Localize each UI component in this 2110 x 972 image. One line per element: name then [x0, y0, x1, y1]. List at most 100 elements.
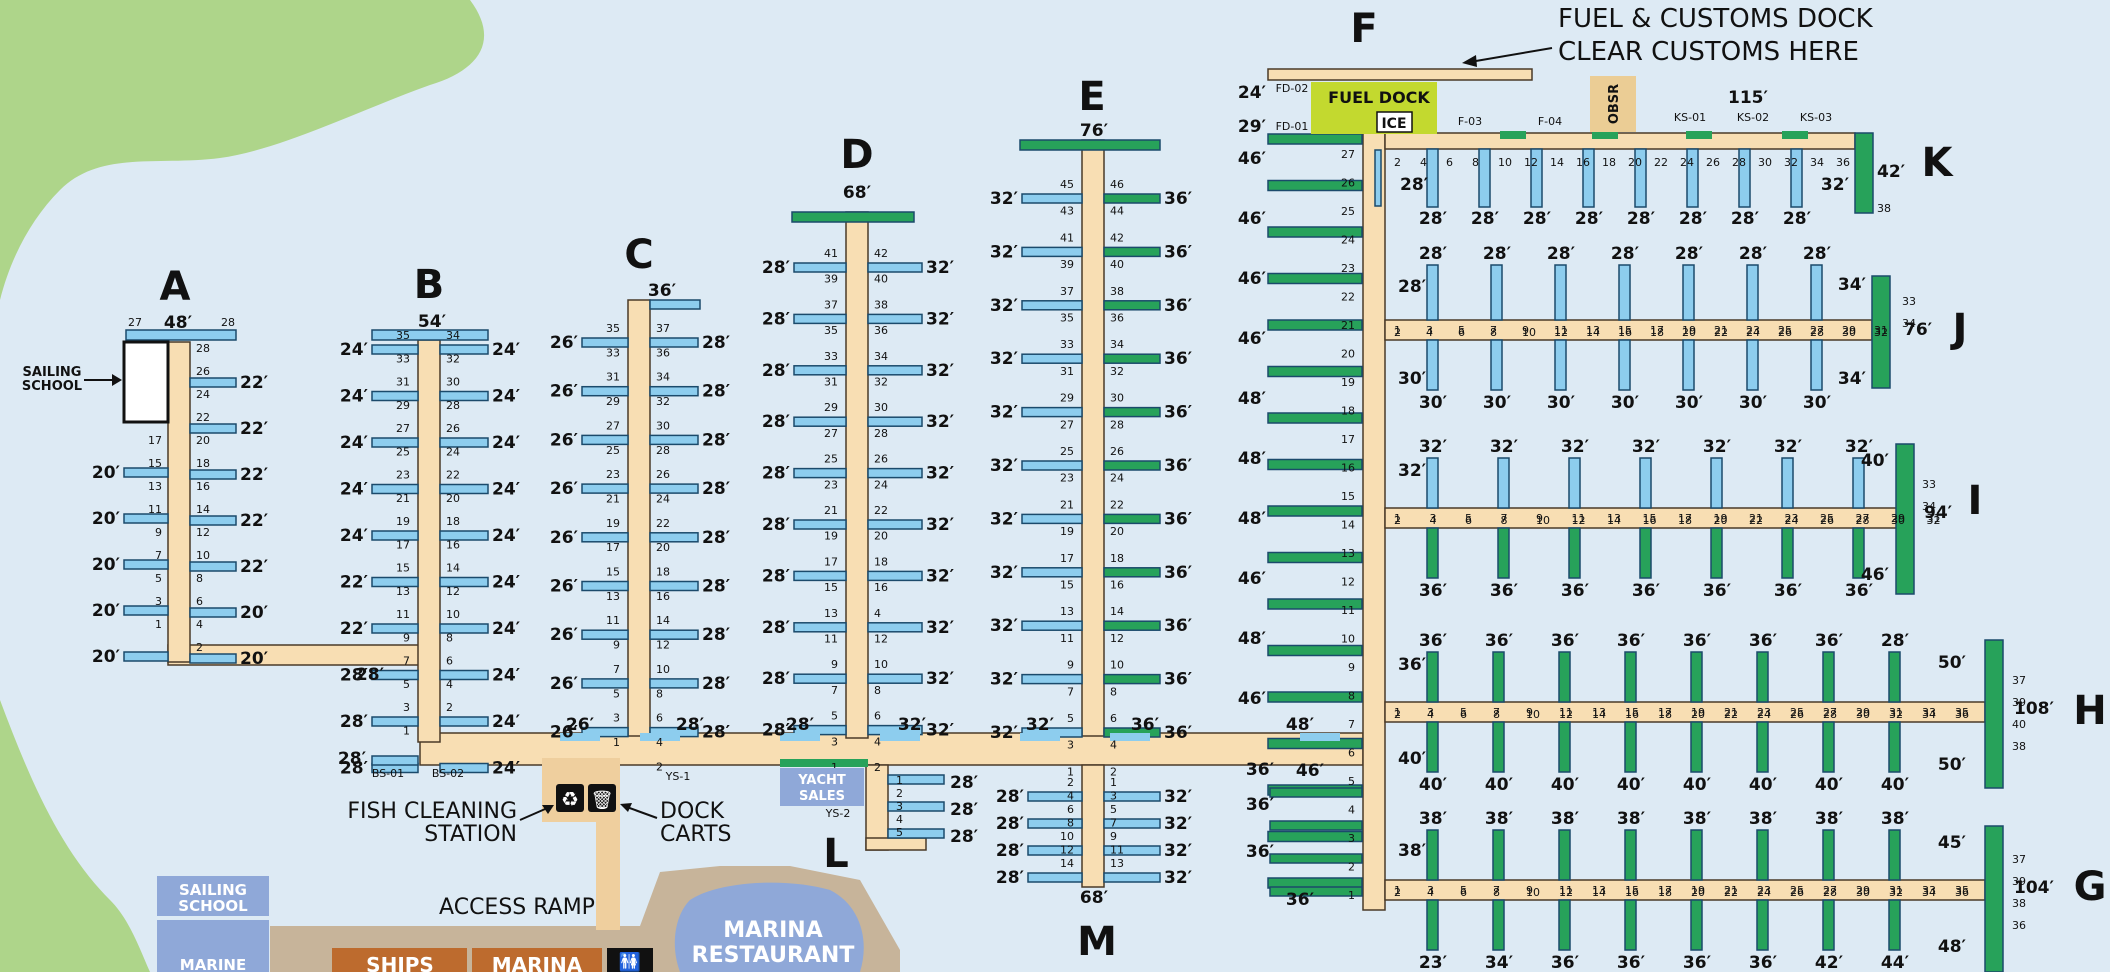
restroom-icon — [607, 948, 653, 972]
pier-B-right-slip — [439, 530, 489, 541]
pier-h-end-num: 40 — [2012, 718, 2026, 731]
pier-a-right-num: 8 — [196, 572, 203, 585]
pier-D-right-num: 34 — [874, 350, 888, 363]
pier-E-left-slip — [1021, 620, 1083, 631]
pier-E-right-num: 28 — [1110, 418, 1124, 431]
pier-I-bottom-length: 36′ — [1703, 581, 1732, 601]
pier-J-top-num: 15 — [1618, 324, 1632, 337]
pier-e-top-slip — [1019, 139, 1161, 151]
pier-E-right-length: 36′ — [1164, 456, 1193, 476]
pier-H-top-slip — [1426, 651, 1439, 703]
pier-I-top-slip — [1781, 457, 1794, 509]
sailing-school-dock — [122, 340, 170, 424]
pier-H-top-num: 27 — [1823, 706, 1837, 719]
fuel-customs-label-1: FUEL & CUSTOMS DOCK — [1558, 4, 1874, 34]
pier-E-left-length: 32′ — [990, 723, 1019, 743]
restroom-glyph: 🚻 — [619, 951, 641, 972]
pier-C-left-length: 26′ — [550, 723, 579, 743]
pier-H-end-slip — [1984, 639, 2004, 789]
pier-E-right-slip — [1103, 513, 1161, 525]
pier-f-num: 27 — [1341, 148, 1355, 161]
pier-D-left-num: 17 — [824, 555, 838, 568]
pier-f-num: 15 — [1341, 490, 1355, 503]
pier-m-top-length: 68′ — [1080, 888, 1109, 908]
pier-J-bottom-num: 2 — [1394, 326, 1401, 339]
pier-C-left-slip — [581, 483, 629, 494]
pier-D-right-num: 32 — [874, 376, 888, 389]
pier-j-inner-top: 28′ — [1398, 277, 1427, 297]
pier-H-top-length: 36′ — [1419, 631, 1448, 651]
pier-E-right-num: 40 — [1110, 258, 1124, 271]
pier-C-left-length: 26′ — [550, 430, 579, 450]
pier-E-left-length: 32′ — [990, 296, 1019, 316]
pier-B-left-num: 23 — [396, 469, 410, 482]
pier-I-bottom-num: 4 — [1430, 514, 1437, 527]
pier-E-left-num: 39 — [1060, 258, 1074, 271]
pier-g-end-bottom-length: 48′ — [1938, 937, 1967, 957]
pier-a-right-length: 20′ — [240, 649, 269, 669]
pier-H-bottom-length: 40′ — [1551, 775, 1580, 795]
pier-I-bottom-slip — [1497, 527, 1510, 579]
pier-D-left-num: 11 — [824, 633, 838, 646]
pier-a-left-num: 1 — [155, 618, 162, 631]
pier-G-top-num: 3 — [1427, 884, 1434, 897]
pier-g-inner-top: 38′ — [1398, 841, 1427, 861]
pier-D-right-num: 2 — [874, 761, 881, 774]
pier-E-left-num: 17 — [1060, 552, 1074, 565]
pier-f-length: 48′ — [1238, 449, 1267, 469]
pier-C-right-num: 18 — [656, 566, 670, 579]
pier-H-top-num: 21 — [1724, 706, 1738, 719]
pier-H-bottom-length: 40′ — [1683, 775, 1712, 795]
pier-C-right-num: 26 — [656, 468, 670, 481]
pier-D-left-num: 33 — [824, 350, 838, 363]
pier-a-top-slip — [125, 329, 237, 341]
pier-H-bottom-num: 26 — [1790, 708, 1804, 721]
pier-J-top-num: 13 — [1586, 324, 1600, 337]
pier-D-right-length: 32′ — [926, 721, 955, 741]
pier-J-top-slip — [1618, 264, 1631, 321]
pier-C-left-num: 1 — [613, 736, 620, 749]
main-walkway-length: 36′ — [1131, 715, 1160, 735]
pier-I-bottom-num: 20 — [1714, 514, 1728, 527]
pier-k-f-label: F-03 — [1458, 115, 1482, 128]
pier-I-bottom-num: 10 — [1536, 514, 1550, 527]
pier-D-left-num: 9 — [831, 658, 838, 671]
pier-J-top-num: 3 — [1426, 324, 1433, 337]
pier-I-top-num: 17 — [1678, 512, 1692, 525]
pier-G-top-num: 23 — [1757, 884, 1771, 897]
pier-J-bottom-slip — [1746, 339, 1759, 391]
pier-B-left-num: 13 — [396, 585, 410, 598]
pier-C-left-num: 21 — [606, 492, 620, 505]
pier-B-left-num: 19 — [396, 515, 410, 528]
pier-G-bottom-slip — [1690, 899, 1703, 951]
pier-E-right-slip — [1103, 300, 1161, 311]
pier-C-left-length: 26′ — [550, 382, 579, 402]
fuel-dock — [1311, 82, 1437, 134]
pier-f-num: 1 — [1348, 889, 1355, 902]
pier-D-left-length: 28′ — [762, 412, 791, 432]
sailing-school-building-label-2: SCHOOL — [178, 897, 248, 915]
main-walkway-length: 32′ — [1026, 715, 1055, 735]
pier-J-top-num: 29 — [1842, 324, 1856, 337]
pier-I-bottom-num: 24 — [1785, 514, 1799, 527]
pier-B-right-length: 24′ — [492, 480, 521, 500]
pier-B-left-length: 24′ — [340, 480, 369, 500]
pier-a-left-num: 7 — [155, 549, 162, 562]
pier-C-right-slip — [649, 629, 699, 640]
pier-a-left-length: 20′ — [92, 463, 121, 483]
pier-D-left-slip — [793, 467, 847, 479]
pier-C-right-length: 28′ — [702, 577, 731, 597]
pier-J-bottom-slip — [1682, 339, 1695, 391]
pier-c-spine — [627, 299, 651, 737]
pier-M-left-slip — [1027, 818, 1083, 829]
pier-C-right-slip — [649, 483, 699, 494]
pier-D-left-num: 35 — [824, 324, 838, 337]
pier-C-left-length: 26′ — [550, 625, 579, 645]
pier-C-right-num: 36 — [656, 346, 670, 359]
pier-a-right-num: 22 — [196, 411, 210, 424]
pier-D-left-length: 28′ — [762, 566, 791, 586]
main-walkway-length: 48′ — [1286, 715, 1315, 735]
pier-a-right-slip — [189, 423, 237, 434]
pier-k-length: 28′ — [1627, 209, 1656, 229]
pier-I-top-slip — [1568, 457, 1581, 509]
